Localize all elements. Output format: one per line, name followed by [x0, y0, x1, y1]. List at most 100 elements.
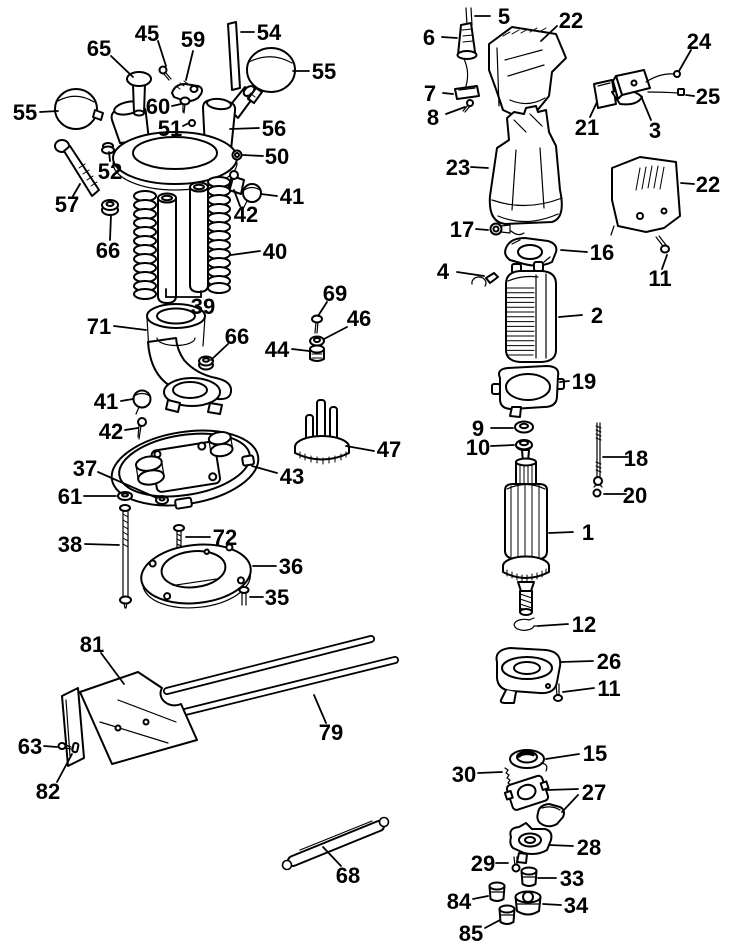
part-brush-spring-rod	[593, 422, 603, 486]
part-cord-protector	[456, 22, 478, 87]
leader-line	[537, 623, 569, 627]
part-carbon-brush	[489, 222, 525, 236]
callout-36-30: 36	[252, 554, 303, 579]
part-screw-42a	[227, 170, 239, 191]
callout-35-31: 35	[249, 585, 289, 610]
leader-line	[108, 151, 111, 162]
callout-3-45: 3	[640, 95, 661, 143]
part-screw-63	[57, 742, 72, 750]
part-clamp-27b	[536, 803, 565, 828]
part-screw-60	[179, 96, 191, 114]
callout-59-1: 59	[181, 27, 205, 81]
part-casting-28	[509, 822, 553, 864]
callout-label: 9	[472, 416, 484, 441]
callout-33-67: 33	[537, 866, 584, 891]
leader-line	[548, 531, 574, 534]
part-spring-left	[133, 190, 157, 300]
leader-line	[291, 348, 310, 352]
part-screw-11a	[655, 235, 670, 254]
part-guide-posts-39	[157, 181, 209, 304]
callout-label: 42	[234, 202, 258, 227]
leader-line	[545, 753, 580, 760]
callout-label: 10	[466, 435, 490, 460]
leader-line	[546, 788, 579, 791]
callout-label: 24	[687, 29, 712, 54]
leader-line	[124, 427, 139, 431]
callout-label: 57	[55, 192, 79, 217]
callout-46-20: 46	[323, 306, 371, 340]
callout-52-10: 52	[98, 151, 122, 184]
part-switch	[612, 69, 651, 100]
callout-18-56: 18	[602, 446, 648, 471]
callout-label: 46	[347, 306, 371, 331]
callout-label: 38	[58, 532, 82, 557]
callout-label: 8	[427, 105, 439, 130]
part-carriage-casting	[110, 85, 256, 195]
callout-label: 1	[582, 520, 594, 545]
part-nut-37	[155, 495, 169, 505]
callout-43-26: 43	[251, 464, 304, 489]
callout-label: 22	[696, 172, 720, 197]
part-base-casting	[110, 429, 260, 510]
leader-line	[260, 193, 278, 197]
callout-68-36: 68	[322, 846, 360, 888]
leader-line	[322, 846, 342, 867]
callout-28-65: 28	[548, 835, 601, 860]
part-depth-screw	[119, 504, 132, 609]
callout-24-40: 24	[678, 29, 712, 72]
callout-label: 27	[582, 780, 606, 805]
callout-69-19: 69	[317, 281, 347, 317]
callout-label: 85	[459, 921, 483, 946]
callout-label: 41	[94, 389, 118, 414]
part-wrench	[281, 816, 390, 871]
part-pin-82	[71, 742, 80, 754]
callout-66-14: 66	[96, 214, 120, 263]
callout-label: 59	[181, 27, 205, 52]
part-knob-right	[246, 47, 296, 104]
part-long-bolt	[54, 139, 100, 197]
leader-line	[441, 36, 458, 39]
callout-label: 63	[18, 734, 42, 759]
callout-39-16: 39	[165, 288, 215, 319]
callout-label: 2	[591, 303, 603, 328]
callout-label: 20	[623, 483, 647, 508]
callout-label: 35	[265, 585, 289, 610]
leader-line	[456, 271, 485, 277]
callout-23-46: 23	[446, 155, 489, 180]
callout-44-21: 44	[265, 337, 310, 362]
leader-line	[470, 166, 489, 169]
callout-81-32: 81	[80, 632, 125, 685]
part-washer-10	[515, 439, 533, 451]
callout-label: 11	[597, 676, 620, 701]
callout-1-58: 1	[548, 520, 594, 545]
callout-label: 22	[559, 8, 583, 33]
callout-label: 66	[225, 324, 249, 349]
callout-25-42: 25	[685, 84, 720, 109]
callout-9-54: 9	[472, 416, 514, 441]
part-guide-rod-a	[163, 635, 375, 695]
part-knob-41a	[242, 183, 262, 210]
part-screw-35	[238, 586, 250, 606]
leader-line	[242, 154, 264, 157]
part-rod	[227, 21, 241, 91]
leader-line	[56, 753, 73, 783]
callout-22-47: 22	[680, 172, 720, 197]
callout-66-18: 66	[210, 324, 249, 361]
leader-line	[39, 110, 59, 113]
part-locknut-66a	[101, 199, 119, 216]
callout-label: 4	[437, 259, 450, 284]
callout-label: 11	[648, 266, 671, 291]
part-screw-29	[511, 856, 521, 873]
callout-60-6: 60	[146, 94, 182, 119]
part-wire-25	[647, 88, 685, 96]
callout-40-15: 40	[230, 239, 287, 264]
part-screw-45	[158, 65, 172, 81]
callout-12-59: 12	[537, 612, 596, 637]
callout-label: 3	[649, 118, 661, 143]
part-clip-20	[592, 483, 603, 498]
callout-82-35: 82	[36, 753, 73, 804]
leader-line	[685, 94, 695, 97]
part-knob-41b	[132, 389, 152, 415]
